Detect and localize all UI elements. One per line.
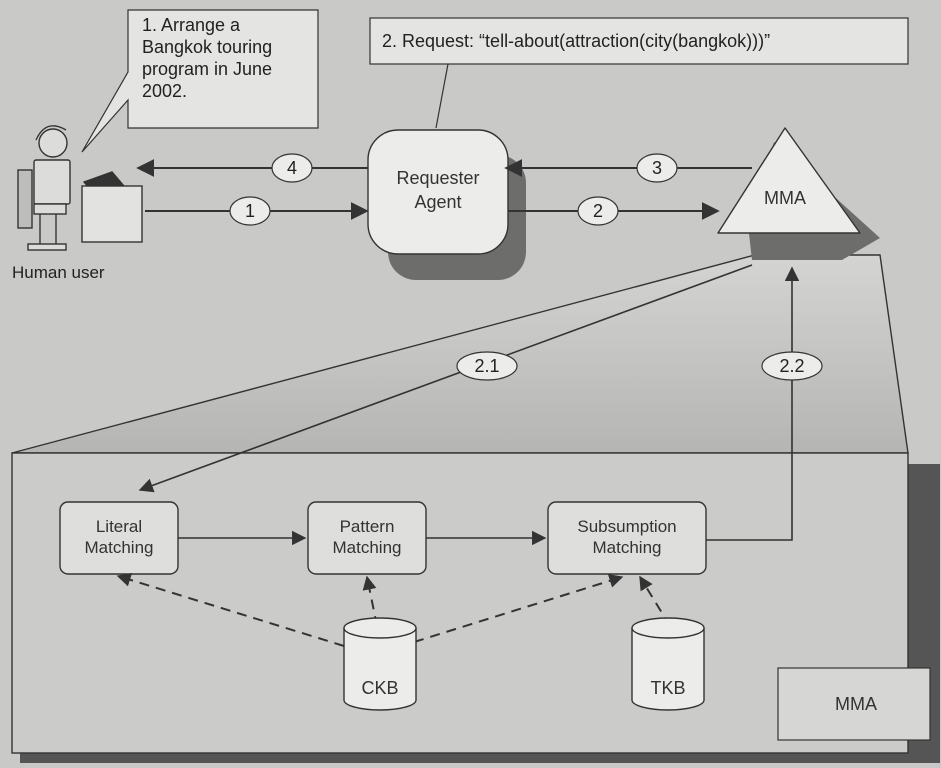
arrow-2-1 <box>138 264 753 493</box>
step-3-ellipse <box>636 153 678 183</box>
step-2-label: 2 <box>592 201 603 221</box>
mma-expansion-trapezoid <box>11 254 909 454</box>
subsumption-matching-label: Subsumption Matching <box>577 517 677 557</box>
dashed-ckb-to-subsumption <box>413 574 624 643</box>
mma-triangle <box>717 127 861 234</box>
ckb-label: CKB <box>361 678 399 698</box>
step-4-ellipse <box>271 153 313 183</box>
request-box-pointer <box>435 63 449 129</box>
mma-legend-box <box>777 667 931 741</box>
human-user-icon <box>17 125 143 251</box>
mma-triangle-label: MMA <box>764 188 806 208</box>
speech-bubble-shape <box>81 9 319 153</box>
subsumption-matching-box <box>547 501 707 575</box>
tkb-database-icon <box>631 617 705 711</box>
literal-matching-label: Literal Matching <box>84 517 154 557</box>
mma-legend-label: MMA <box>835 694 877 714</box>
step-4-label: 4 <box>286 158 297 178</box>
ckb-database-icon <box>343 617 417 711</box>
requester-agent-label: Requester Agent <box>396 168 480 212</box>
mma-detail-box <box>11 452 909 754</box>
step-1-label: 1 <box>244 201 255 221</box>
human-user-label: Human user <box>12 263 105 282</box>
tkb-label: TKB <box>650 678 686 698</box>
dashed-ckb-to-literal <box>116 573 345 647</box>
step-3-label: 3 <box>651 158 662 178</box>
request-box <box>369 17 909 65</box>
request-box-text: 2. Request: “tell-about(attraction(city(… <box>382 31 771 51</box>
pattern-matching-label: Pattern Matching <box>332 517 402 557</box>
step-2-ellipse <box>577 196 619 226</box>
speech-bubble-text: 1. Arrange a Bangkok touring program in … <box>142 15 273 101</box>
step-2-2-label: 2.2 <box>779 356 805 376</box>
step-2-2-ellipse <box>761 351 823 381</box>
step-2-1-ellipse <box>456 351 518 381</box>
requester-agent-box <box>367 129 509 255</box>
step-1-ellipse <box>229 196 271 226</box>
step-2-1-label: 2.1 <box>474 356 500 376</box>
